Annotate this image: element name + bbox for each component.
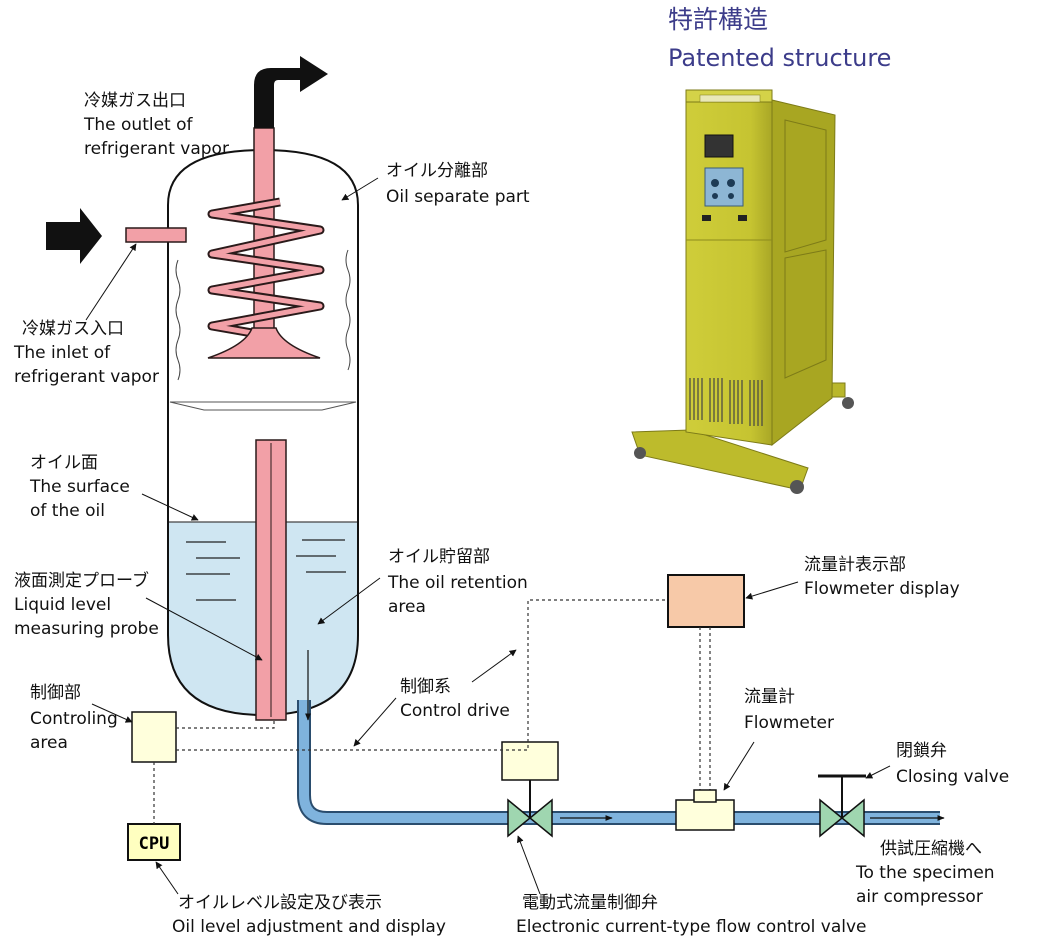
outlet-pipe	[253, 127, 275, 341]
knob	[727, 179, 735, 187]
inlet-arrow	[46, 208, 102, 264]
liquid-ripples	[186, 539, 346, 601]
label-closing-valve-en1: Closing valve	[896, 767, 1009, 787]
oil-pipe-fill	[299, 700, 940, 823]
label-control-part: 制御部 Controling area	[30, 683, 118, 753]
cpu-label: CPU	[139, 834, 170, 854]
machine-wheel	[634, 447, 646, 459]
title-en: Patented structure	[668, 44, 891, 72]
flow-control-valve	[507, 780, 553, 838]
label-to-compressor-jp: 供試圧縮機へ	[880, 839, 982, 859]
machine-base-frame	[631, 429, 809, 491]
label-inlet-en2: refrigerant vapor	[14, 367, 159, 387]
vessel-inner-wall	[345, 249, 351, 371]
label-inlet-en1: The inlet of	[13, 343, 111, 363]
machine-switch	[702, 215, 711, 221]
label-outlet-jp: 冷媒ガス出口	[84, 91, 186, 111]
label-oil-retention: オイル貯留部 The oil retention area	[387, 547, 528, 617]
label-probe-jp: 液面測定プローブ	[14, 570, 149, 591]
knob	[712, 193, 718, 199]
label-oil-level-en1: Oil level adjustment and display	[172, 917, 446, 937]
label-control-drive-en1: Control drive	[400, 701, 510, 721]
label-oil-surface: オイル面 The surface of the oil	[29, 453, 130, 521]
label-inlet: 冷媒ガス入口 The inlet of refrigerant vapor	[13, 319, 159, 387]
separator-coil-fill	[209, 199, 323, 337]
label-flowmeter-en1: Flowmeter	[744, 713, 834, 733]
label-to-compressor-en2: air compressor	[856, 887, 983, 907]
label-flow-valve-jp: 電動式流量制御弁	[522, 893, 658, 913]
label-oil-retention-jp: オイル貯留部	[388, 547, 490, 567]
side-access-panel	[784, 119, 827, 253]
label-oil-level: オイルレベル設定及び表示 Oil level adjustment and di…	[172, 893, 446, 937]
control-signal-lines	[153, 599, 711, 824]
machine-wheel	[842, 397, 854, 409]
machine-panel	[704, 167, 744, 207]
label-flowmeter-display-jp: 流量計表示部	[804, 555, 906, 575]
control-box	[131, 711, 177, 763]
machine-switch	[738, 215, 747, 221]
vessel-inner-wall	[175, 259, 181, 381]
knob	[728, 193, 734, 199]
mesh-plate	[169, 401, 357, 411]
label-oil-surface-en1: The surface	[29, 477, 130, 497]
label-control-drive-jp: 制御系	[400, 677, 451, 697]
label-control-part-jp: 制御部	[30, 683, 81, 703]
outlet-arrow	[254, 56, 328, 128]
label-flowmeter-display: 流量計表示部 Flowmeter display	[804, 555, 960, 599]
knob	[711, 179, 719, 187]
machine-vents	[689, 378, 763, 426]
machine-nameplate	[699, 94, 761, 103]
label-oil-separate: オイル分離部 Oil separate part	[386, 161, 530, 207]
label-to-compressor-en1: To the specimen	[855, 863, 995, 883]
flowmeter-display-box	[667, 574, 745, 628]
label-outlet-en1: The outlet of	[83, 115, 194, 135]
cpu-box	[127, 823, 181, 861]
vessel-outline	[167, 148, 359, 717]
label-control-part-en1: Controling	[30, 709, 118, 729]
label-flowmeter: 流量計 Flowmeter	[744, 687, 834, 733]
label-oil-surface-en2: of the oil	[30, 501, 105, 521]
label-closing-valve-jp: 閉鎖弁	[896, 741, 947, 761]
label-oil-level-jp: オイルレベル設定及び表示	[178, 893, 382, 913]
label-oil-separate-jp: オイル分離部	[386, 161, 488, 181]
machine-illustration	[631, 89, 854, 494]
label-outlet: 冷媒ガス出口 The outlet of refrigerant vapor	[83, 91, 229, 159]
title-jp: 特許構造	[668, 5, 768, 34]
label-outlet-en2: refrigerant vapor	[84, 139, 229, 159]
label-probe: 液面測定プローブ Liquid level measuring probe	[14, 570, 159, 639]
label-probe-en1: Liquid level	[14, 595, 111, 615]
label-control-part-en2: area	[30, 733, 68, 753]
label-flow-valve-en1: Electronic current-type flow control val…	[516, 917, 867, 937]
valve-actuator-box	[501, 741, 559, 781]
label-flow-valve: 電動式流量制御弁 Electronic current-type flow co…	[516, 893, 867, 937]
bell-cone	[207, 327, 321, 359]
label-to-compressor: 供試圧縮機へ To the specimen air compressor	[855, 839, 995, 907]
label-probe-en2: measuring probe	[14, 619, 159, 639]
label-oil-surface-jp: オイル面	[30, 453, 98, 473]
machine-wheel	[790, 480, 804, 494]
label-oil-retention-en2: area	[388, 597, 426, 617]
machine-controller	[704, 134, 734, 158]
leader-lines	[85, 177, 891, 895]
side-access-panel	[784, 249, 827, 379]
closing-valve	[818, 774, 866, 838]
flowmeter-device	[675, 789, 735, 831]
label-flowmeter-display-en1: Flowmeter display	[804, 579, 960, 599]
label-oil-separate-en1: Oil separate part	[386, 187, 530, 207]
label-control-drive: 制御系 Control drive	[400, 677, 510, 721]
label-closing-valve: 閉鎖弁 Closing valve	[896, 741, 1009, 787]
inlet-pipe	[125, 227, 187, 243]
label-inlet-jp: 冷媒ガス入口	[22, 319, 124, 339]
label-flowmeter-jp: 流量計	[744, 687, 795, 707]
label-oil-retention-en1: The oil retention	[387, 573, 528, 593]
